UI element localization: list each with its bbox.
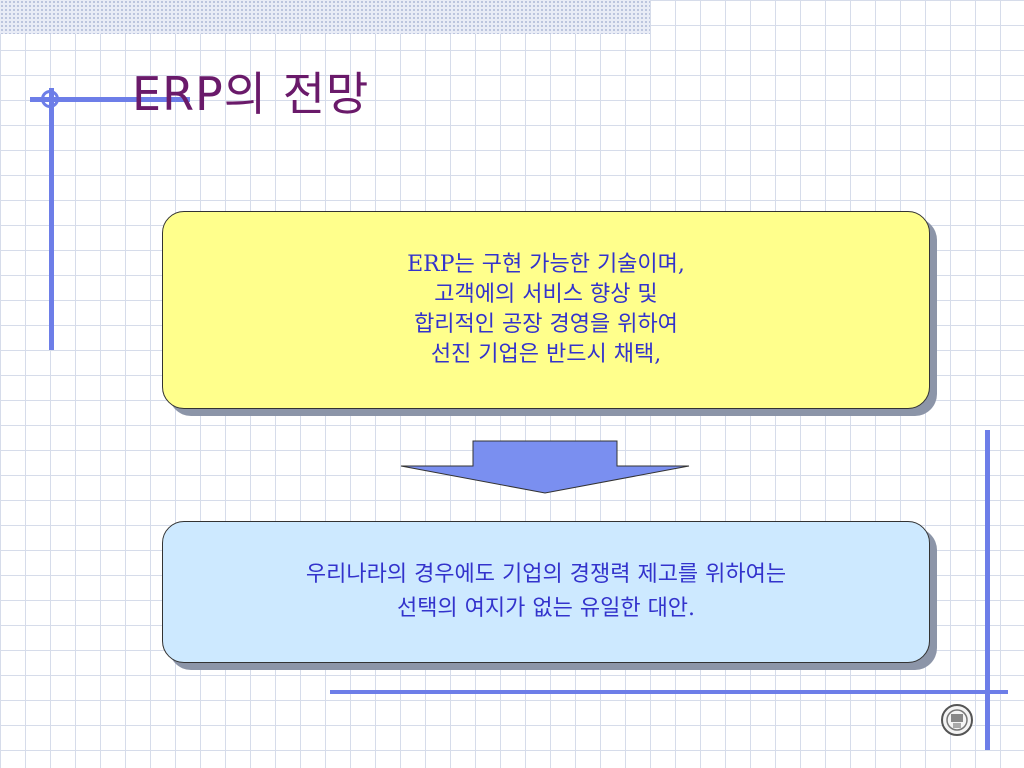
university-seal-logo: [941, 704, 973, 736]
down-arrow-icon: [400, 440, 690, 494]
top-dot-pattern-band: [0, 0, 650, 34]
left-vertical-accent-line: [49, 88, 54, 350]
statement-box-1: ERP는 구현 가능한 기술이며, 고객에의 서비스 향상 및 합리적인 공장 …: [162, 211, 930, 409]
box2-line-2: 선택의 여지가 없는 유일한 대안.: [396, 596, 696, 621]
bottom-horizontal-accent-line: [330, 690, 1008, 694]
top-horizontal-accent-line: [30, 97, 190, 102]
box1-line-1: ERP는 구현 가능한 기술이며,: [407, 252, 685, 277]
box1-line-3: 합리적인 공장 경영을 위하여: [414, 312, 678, 337]
right-vertical-accent-line: [985, 430, 990, 750]
corner-circle-ornament: [41, 90, 59, 108]
statement-box-2: 우리나라의 경우에도 기업의 경쟁력 제고를 위하여는 선택의 여지가 없는 유…: [162, 521, 930, 663]
box1-line-4: 선진 기업은 반드시 채택,: [430, 342, 662, 367]
slide-title: ERP의 전망: [132, 67, 370, 121]
box2-line-1: 우리나라의 경우에도 기업의 경쟁력 제고를 위하여는: [305, 562, 787, 587]
box1-line-2: 고객에의 서비스 향상 및: [434, 282, 658, 307]
